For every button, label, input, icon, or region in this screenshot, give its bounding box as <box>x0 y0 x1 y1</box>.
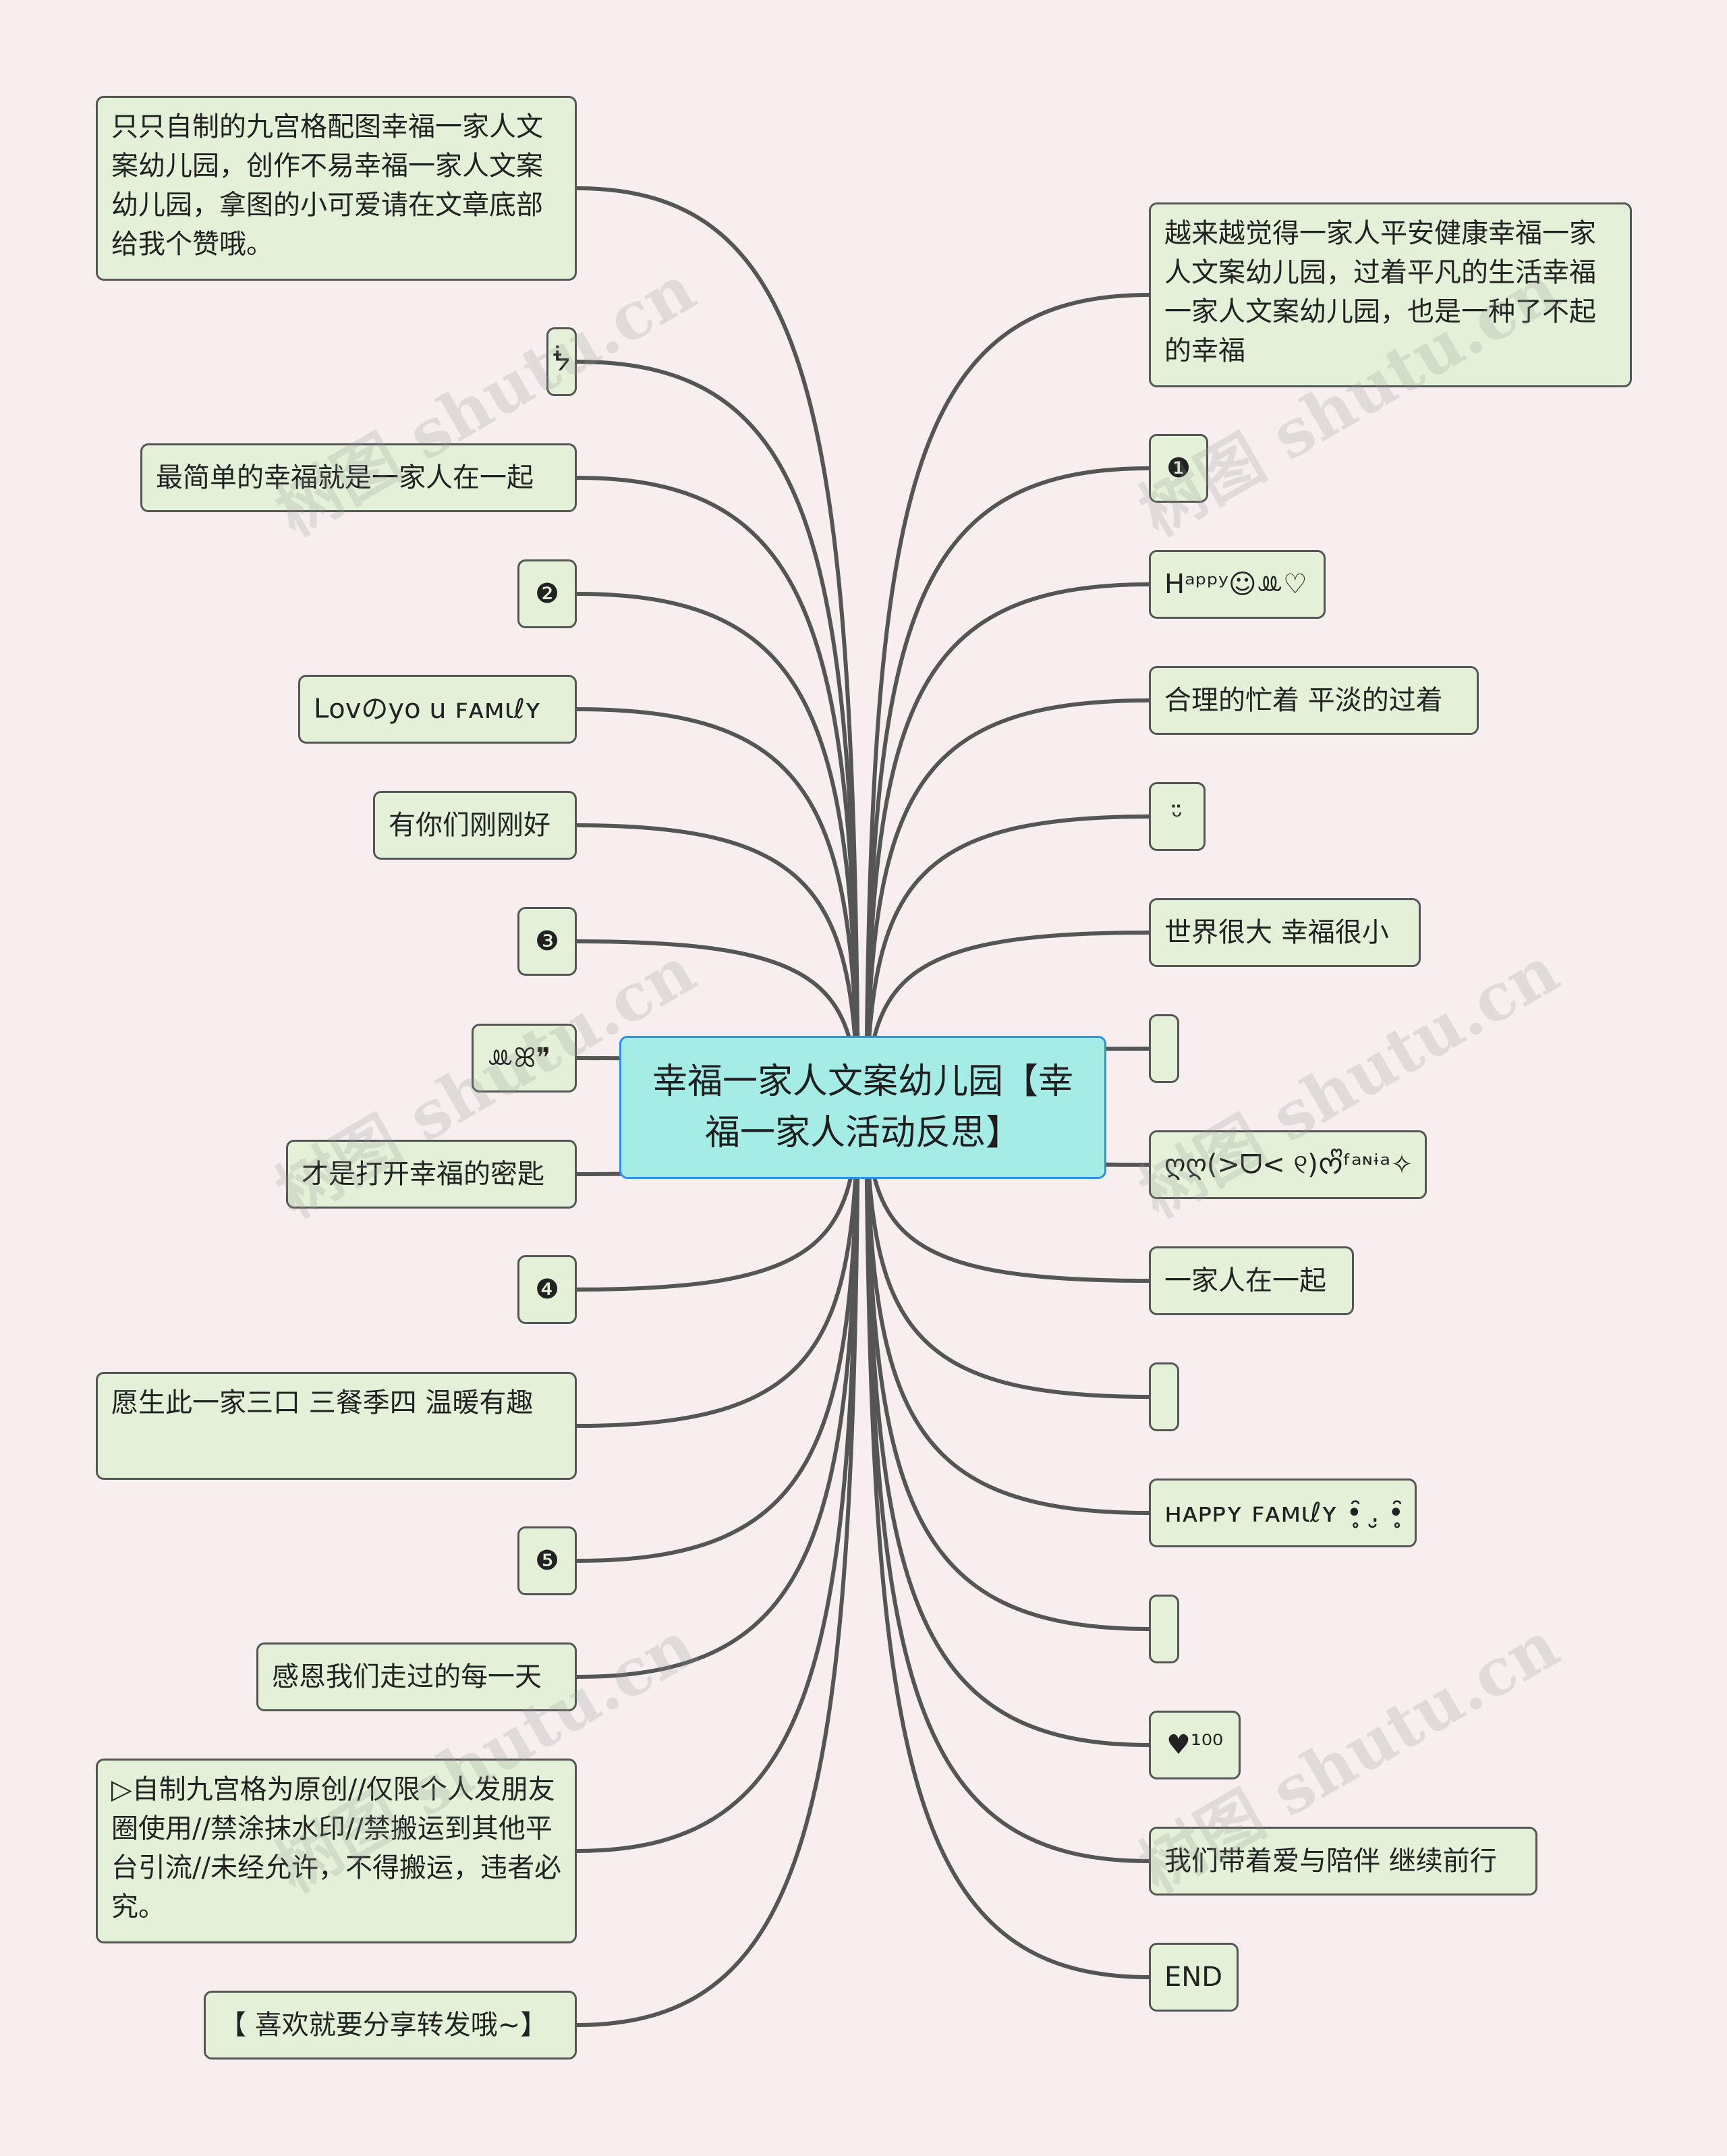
left-node-8[interactable]: ꔛꕤ❞ <box>472 1024 577 1093</box>
right-node-9[interactable]: 一家人在一起 <box>1149 1246 1354 1315</box>
connector-left-node-5 <box>575 707 860 1109</box>
connector-right-node-15 <box>864 1105 1151 1979</box>
left-node-3[interactable]: 最简单的幸福就是一家人在一起 <box>140 443 577 512</box>
left-node-11[interactable]: 愿生此一家三口 三餐季四 温暖有趣 <box>96 1372 577 1480</box>
right-node-1[interactable]: 越来越觉得一家人平安健康幸福一家人文案幼儿园，过着平凡的生活幸福一家人文案幼儿园… <box>1149 202 1632 387</box>
left-node-10[interactable]: ❹ <box>517 1255 577 1324</box>
connector-left-node-1 <box>575 186 860 1109</box>
connector-left-node-14 <box>575 1105 860 1853</box>
right-node-15[interactable]: END <box>1149 1943 1239 2012</box>
left-node-7[interactable]: ❸ <box>517 907 577 976</box>
connector-left-node-13 <box>575 1105 860 1679</box>
left-node-9[interactable]: 才是打开幸福的密匙 <box>286 1140 577 1209</box>
left-node-14[interactable]: ▷自制九宫格为原创//仅限个人发朋友圈使用//禁涂抹水印//禁搬运到其他平台引流… <box>96 1759 577 1943</box>
right-node-14[interactable]: 我们带着爱与陪伴 继续前行 <box>1149 1827 1537 1896</box>
connector-left-node-3 <box>575 476 860 1109</box>
left-node-13[interactable]: 感恩我们走过的每一天 <box>256 1642 577 1711</box>
right-node-4[interactable]: 合理的忙着 平淡的过着 <box>1149 666 1479 735</box>
connector-right-node-4 <box>864 698 1151 1109</box>
connector-left-node-15 <box>575 1105 860 2027</box>
connector-left-node-6 <box>575 823 860 1109</box>
right-node-3[interactable]: Hᵃᵖᵖʸ☺ꔛ♡ <box>1149 550 1326 619</box>
connector-right-node-2 <box>864 466 1151 1109</box>
right-node-2[interactable]: ❶ <box>1149 434 1208 503</box>
left-node-1[interactable]: 只只自制的九宫格配图幸福一家人文案幼儿园，创作不易幸福一家人文案幼儿园，拿图的小… <box>96 96 577 281</box>
connector-right-node-1 <box>864 293 1151 1109</box>
right-node-6[interactable]: 世界很大 幸福很小 <box>1149 898 1421 967</box>
right-node-13[interactable]: ♥¹⁰⁰ <box>1149 1711 1241 1779</box>
left-node-6[interactable]: 有你们刚刚好 <box>373 791 577 860</box>
left-node-12[interactable]: ❺ <box>517 1526 577 1595</box>
connector-right-node-5 <box>864 814 1151 1109</box>
right-node-8[interactable]: ღღ(>ᗜ< ୧)ᰔᩚᶠᵃᶰᶤᵃ✧ <box>1149 1130 1427 1199</box>
right-node-12[interactable] <box>1149 1595 1179 1663</box>
right-node-10[interactable] <box>1149 1362 1179 1431</box>
right-node-5[interactable]: ᵕ̈ <box>1149 782 1206 851</box>
connector-left-node-2 <box>575 360 860 1109</box>
left-node-5[interactable]: ᒪovのyo u ꜰᴀᴍιℓʏ <box>298 675 577 744</box>
left-node-15[interactable]: 【 喜欢就要分享转发哦~】 <box>204 1991 577 2060</box>
connector-right-node-12 <box>864 1105 1151 1631</box>
right-node-7[interactable] <box>1149 1014 1179 1083</box>
connector-right-node-13 <box>864 1105 1151 1747</box>
connector-right-node-3 <box>864 582 1151 1109</box>
right-node-11[interactable]: ʜᴀᴘᴘʏ ꜰᴀᴍιℓʏ •̥̑ .̮ •̥̑ <box>1149 1478 1417 1547</box>
left-node-2[interactable]: ᖭ <box>546 327 577 396</box>
connector-left-node-4 <box>575 592 860 1109</box>
central-topic[interactable]: 幸福一家人文案幼儿园【幸福一家人活动反思】 <box>619 1036 1106 1179</box>
left-node-4[interactable]: ❷ <box>517 559 577 628</box>
